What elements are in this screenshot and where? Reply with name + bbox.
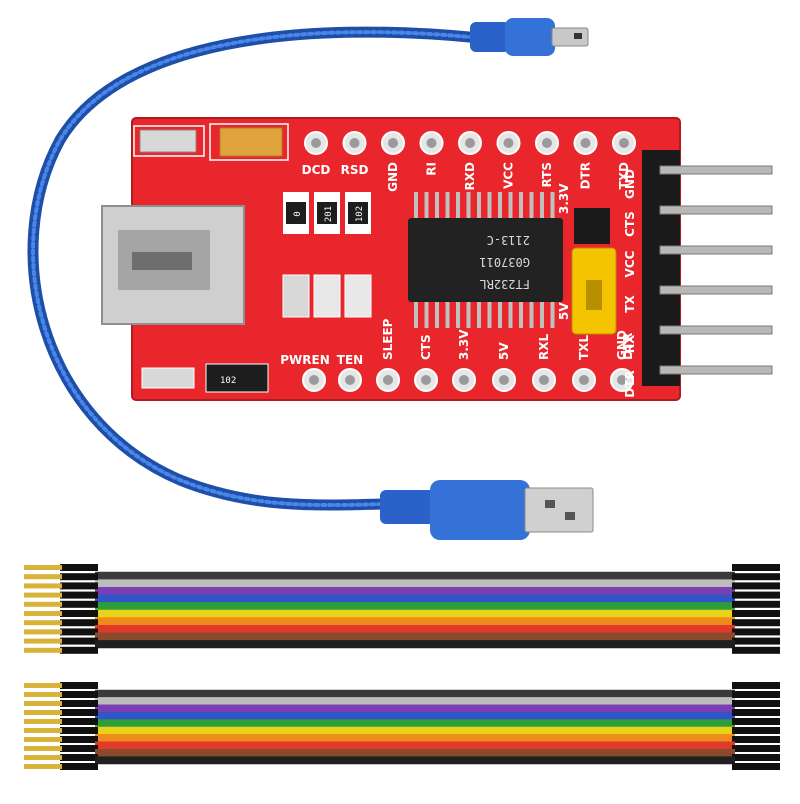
- header-pin[interactable]: GND: [623, 165, 773, 199]
- chip-line-1: FT232RL: [479, 277, 530, 291]
- top-pad[interactable]: VCC: [496, 131, 521, 189]
- top-pad[interactable]: RI: [419, 131, 444, 176]
- resistor-code-bottom: 102: [220, 376, 236, 386]
- bottom-pad-label: 3.3V: [457, 329, 471, 360]
- jumper-wire: [24, 734, 780, 743]
- header-pin[interactable]: CTS: [623, 205, 773, 237]
- resistor-code: 102: [355, 206, 365, 222]
- resistor: 102: [345, 192, 371, 234]
- bottom-pad[interactable]: [338, 368, 362, 392]
- header-pin[interactable]: RX: [623, 325, 773, 353]
- header-pin-label: VCC: [623, 250, 637, 277]
- usb-cable: [27, 26, 486, 511]
- jumper-wire: [24, 741, 780, 752]
- jumper-wire: [24, 640, 780, 654]
- bottom-pad-label: TEN: [337, 353, 363, 367]
- jumper-wire: [24, 573, 780, 588]
- jumper-wire: [24, 748, 780, 761]
- header-pin-label: GND: [623, 169, 637, 199]
- header-pin-label: DTR: [623, 370, 637, 397]
- top-pad[interactable]: DTR: [573, 131, 598, 189]
- bottom-pad-label: GND: [615, 330, 629, 360]
- top-pad-label: RSD: [341, 163, 369, 177]
- jumper-wire: [24, 564, 780, 580]
- voltage-jumper[interactable]: [571, 208, 617, 335]
- jumper-wire: [24, 624, 780, 636]
- header-pin[interactable]: DTR: [623, 365, 773, 398]
- resistor-code: 201: [324, 206, 334, 222]
- jumper-wire: [24, 600, 780, 611]
- header-pin-label: RX: [623, 334, 637, 353]
- chip-line-3: 2113-C: [487, 233, 530, 247]
- top-pad-label: VCC: [502, 162, 516, 189]
- bottom-pad-label: PWREN: [280, 353, 330, 367]
- top-pad[interactable]: GND: [381, 131, 405, 192]
- top-pad-label: RXD: [463, 162, 477, 190]
- resistor-code: 0: [293, 211, 303, 216]
- ft232-chip: FT232RL G037011 2113-C: [408, 192, 563, 328]
- jumper-wire: [24, 700, 780, 713]
- header-pin[interactable]: TX: [623, 285, 773, 313]
- top-pad[interactable]: RXD: [458, 131, 482, 190]
- top-pad[interactable]: RTS: [535, 131, 559, 188]
- jumper-label-3v3: 3.3V: [557, 183, 571, 214]
- jumper-wire: [24, 617, 780, 627]
- top-pad-label: TXD: [617, 162, 631, 189]
- usb-a-plug: [380, 480, 594, 540]
- header-pin-label: CTS: [623, 211, 637, 237]
- jumper-wire: [24, 682, 780, 698]
- jumper-wire: [24, 591, 780, 603]
- resistor: 0: [283, 192, 309, 234]
- bottom-pad-label: DTR: [621, 333, 635, 360]
- bottom-pad[interactable]: [610, 368, 634, 392]
- bottom-pad[interactable]: [532, 368, 556, 392]
- header-pin-label: TX: [623, 295, 637, 313]
- top-pad[interactable]: DCD: [302, 131, 331, 177]
- jumper-wire: [24, 632, 780, 645]
- mini-usb-plug: [470, 18, 589, 56]
- jumper-wire: [24, 726, 780, 735]
- top-pad-label: RTS: [540, 162, 554, 188]
- header-pin[interactable]: VCC: [623, 245, 773, 277]
- jumper-wire-bundle-2: [24, 682, 780, 770]
- chip-line-2: G037011: [479, 255, 530, 269]
- top-pad-label: GND: [386, 162, 400, 192]
- top-pad-label: RI: [425, 162, 439, 176]
- jumper-wire: [24, 709, 780, 720]
- bottom-pad[interactable]: [414, 368, 438, 392]
- jumper-wire: [24, 691, 780, 706]
- resistor: 201: [314, 192, 340, 234]
- bottom-pad[interactable]: [302, 368, 326, 392]
- top-pad[interactable]: TXD: [612, 131, 636, 189]
- top-pad[interactable]: RSD: [341, 131, 369, 177]
- bottom-pad-label: 5V: [497, 342, 511, 360]
- bottom-pad[interactable]: [452, 368, 476, 392]
- bottom-pad-label: RXL: [537, 334, 551, 360]
- jumper-wire: [24, 582, 780, 596]
- bottom-pad-label: SLEEP: [381, 318, 395, 360]
- top-pad-label: DCD: [302, 163, 331, 177]
- jumper-wire: [24, 756, 780, 770]
- jumper-label-5v: 5V: [557, 302, 571, 320]
- bottom-pad[interactable]: [376, 368, 400, 392]
- bottom-pad-label: CTS: [419, 334, 433, 360]
- jumper-wire-bundle-1: [24, 564, 780, 654]
- bottom-pad-label: TXL: [577, 335, 591, 360]
- jumper-wire: [24, 609, 780, 618]
- bottom-pad[interactable]: [572, 368, 596, 392]
- bottom-pad[interactable]: [492, 368, 516, 392]
- jumper-wire: [24, 718, 780, 728]
- top-pad-label: DTR: [579, 162, 593, 189]
